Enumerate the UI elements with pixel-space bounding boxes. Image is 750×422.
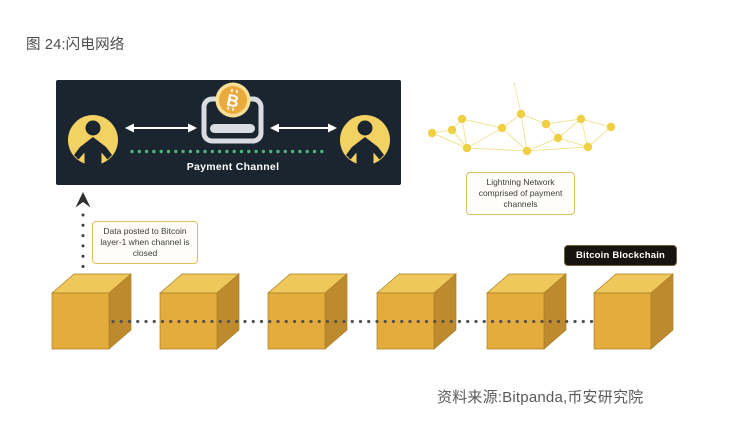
network-edge [557,137,589,148]
source-attribution: 资料来源:Bitpanda,币安研究院 [437,389,644,406]
blockchain-cubes [51,273,674,350]
left-double-arrow-icon [125,123,197,133]
payment-channel-label: Payment Channel [186,161,280,173]
blockchain-cube [376,273,457,350]
blockchain-cube [159,273,240,350]
network-edge [513,81,522,115]
lightning-network-note: Lightning Network comprised of payment c… [466,172,575,216]
network-node [427,128,437,138]
blockchain-cube [51,273,132,350]
network-node [522,146,532,156]
network-edge [466,147,528,152]
network-node [576,114,586,124]
network-edge [520,113,528,152]
right-double-arrow-icon [270,123,337,133]
network-edge [580,118,612,128]
network-edge [431,132,468,149]
figure-title: 图 24:闪电网络 [26,37,125,53]
network-node [462,143,472,153]
network-edge [557,118,582,139]
data-posted-note: Data posted to Bitcoin layer-1 when chan… [92,221,198,265]
network-edge [501,127,528,152]
lightning-network-graph [427,81,616,156]
blockchain-cube [486,273,567,350]
up-arrow-icon [75,192,91,320]
network-node [447,125,457,135]
blockchain-cube [593,273,674,350]
network-node [553,133,563,143]
network-edge [526,137,559,152]
person-left-icon [68,115,118,165]
network-node [541,119,551,129]
network-edge [461,118,503,129]
network-node [497,123,507,133]
network-edge [587,126,612,148]
network-node [457,114,467,124]
bitcoin-coin-icon: B [215,82,251,118]
network-edge [461,118,468,149]
network-edge [466,127,503,149]
person-right-icon [340,115,390,165]
network-node [583,142,593,152]
bitcoin-blockchain-badge: Bitcoin Blockchain [564,245,677,266]
network-edge [580,118,589,148]
network-edge [520,113,547,125]
network-edge [526,146,589,152]
network-node [606,122,616,132]
svg-text:B: B [225,90,241,111]
network-node [516,109,526,119]
blockchain-cube [267,273,348,350]
network-edge [545,118,582,125]
